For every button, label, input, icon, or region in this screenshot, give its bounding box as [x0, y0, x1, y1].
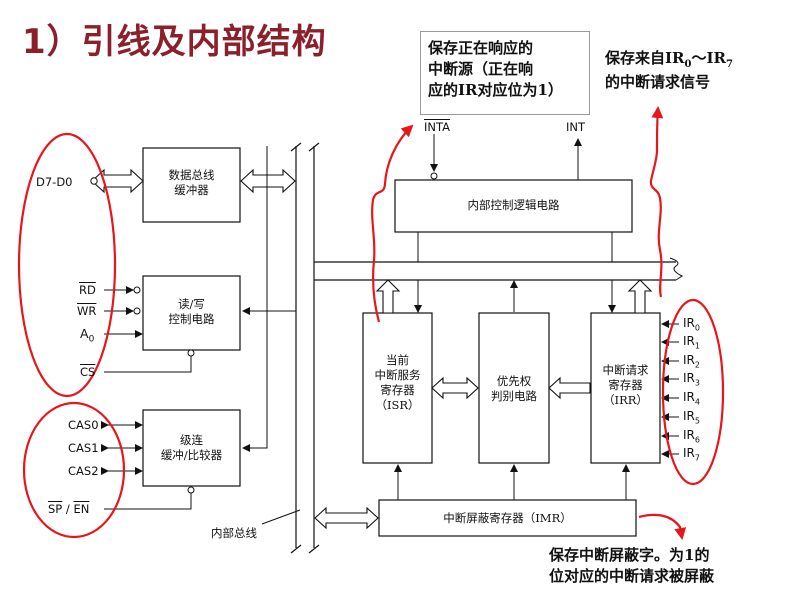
irr-priority-arrow [548, 376, 591, 400]
isr-priority-double-arrow [431, 376, 479, 400]
data-bus-buffer-block [142, 147, 241, 223]
page-title: 1）引线及内部结构 [22, 22, 327, 62]
isr-annotation-squiggle [371, 124, 414, 323]
control-logic-block [394, 179, 633, 233]
imr-callout-text: 保存中断屏蔽字。为1的 位对应的中断请求被屏蔽 [549, 546, 715, 585]
ir0-label: IR0 [683, 316, 700, 333]
priority-block [478, 312, 550, 464]
d7-d0-pin [90, 177, 98, 185]
ir7-label: IR7 [683, 446, 700, 463]
cs-line [104, 354, 192, 373]
imr-annotation-squiggle [638, 513, 687, 540]
data-bus-double-arrow [91, 168, 144, 194]
internal-bus-label: 内部总线 [211, 526, 257, 540]
wr-label: WR [77, 304, 97, 318]
bus-cascade-line [242, 146, 268, 452]
cs-label: CS [80, 365, 96, 379]
ir-group-ellipse [661, 298, 725, 486]
inta-callout-text: 保存正在响应的 中断源（正在响 应的IR对应位为1） [428, 39, 563, 99]
cas2-label: CAS2 [68, 464, 99, 478]
imr-label: 中断屏蔽寄存器（IMR） [443, 511, 572, 525]
sp-en-line [104, 492, 192, 510]
irr-annotation-squiggle [649, 106, 664, 298]
pin-group-ellipse-bottom [22, 401, 126, 539]
inta-callout-box [420, 31, 590, 115]
ir-callout-line1: 保存来自IR0～IR7 [605, 49, 733, 70]
ir-callout-line2: 的中断请求信号 [605, 73, 711, 91]
irr-block [590, 312, 661, 464]
ir1-label: IR1 [683, 334, 700, 351]
isr-block [362, 312, 433, 464]
priority-label: 优先权 判别电路 [491, 374, 537, 403]
cascade-label: 级连 缓冲/比较器 [160, 433, 223, 462]
ir4-label: IR4 [683, 390, 700, 407]
sp-en-label: SP / EN [48, 502, 90, 516]
rd-label: RD [79, 283, 96, 297]
rw-control-block [142, 275, 241, 351]
ir5-label: IR5 [683, 409, 700, 426]
int-label: INT [566, 120, 586, 134]
ir6-label: IR6 [683, 428, 700, 445]
control-logic-label: 内部控制逻辑电路 [467, 198, 560, 212]
internal-bus [261, 142, 320, 554]
d7-d0-label: D7-D0 [36, 175, 73, 189]
buffer-bus-double-arrow [240, 168, 296, 194]
pin-group-ellipse-top [17, 132, 117, 398]
cascade-buffer-block [142, 409, 241, 487]
imr-block [378, 499, 637, 537]
bus-imr-double-arrow [314, 506, 379, 530]
bus-irr-arrow [627, 279, 653, 314]
data-buffer-label: 数据总线 缓冲器 [168, 168, 215, 197]
ir3-label: IR3 [683, 371, 700, 388]
isr-label: 当前 中断服务 寄存器 （ISR） [374, 353, 421, 412]
a0-label: A0 [80, 326, 95, 345]
inta-label: INTA [424, 120, 450, 134]
horizontal-bus [314, 257, 683, 281]
ir2-label: IR2 [683, 353, 700, 370]
irr-label: 中断请求 寄存器 （IRR） [602, 363, 649, 407]
rw-control-label: 读/写 控制电路 [168, 297, 215, 326]
ir-input-lines [661, 320, 679, 458]
bus-isr-arrow [375, 279, 401, 314]
cas0-label: CAS0 [68, 418, 99, 432]
cas1-label: CAS1 [68, 441, 99, 455]
